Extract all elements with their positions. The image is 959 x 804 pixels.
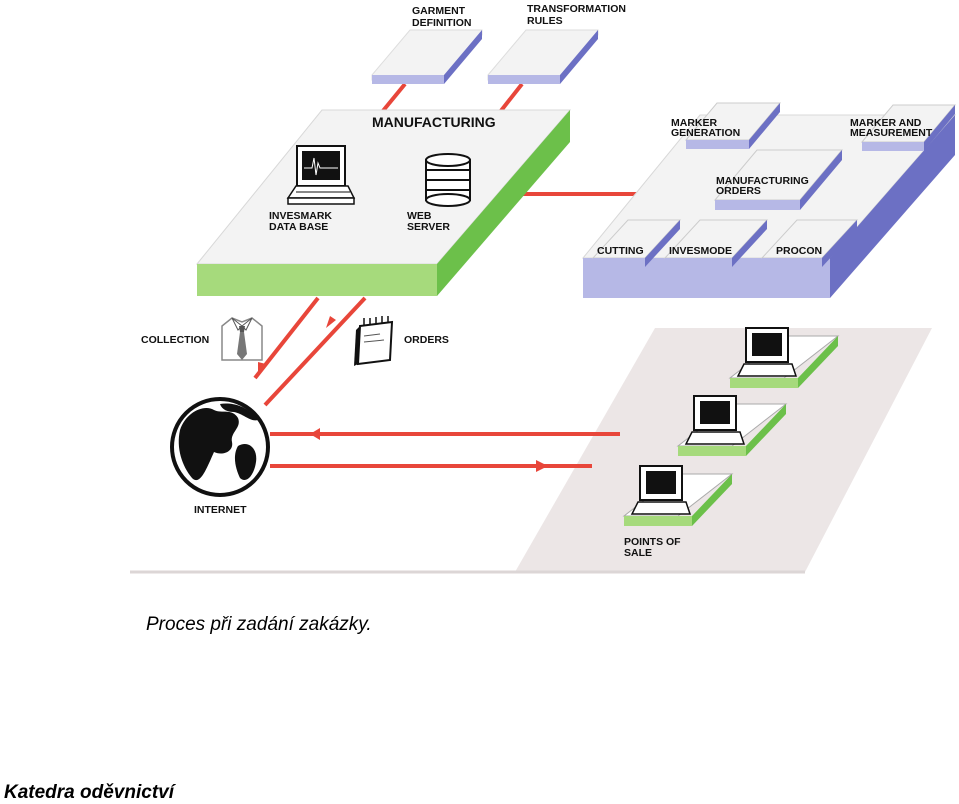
- label-points-of-sale: POINTS OF SALE: [624, 536, 684, 559]
- invesmode-block: [663, 219, 769, 267]
- web-server-database-icon: [425, 153, 471, 207]
- process-diagram: GARMENT DEFINITION TRANSFORMATION RULES …: [130, 3, 957, 574]
- transformation-rules-block: [487, 29, 599, 84]
- department-footer: Katedra oděvnictví: [4, 782, 174, 803]
- label-collection: COLLECTION: [141, 334, 209, 346]
- arrow-internet-to-pos: [536, 460, 548, 472]
- arrow-pos-to-internet: [310, 428, 320, 440]
- connector-garment-manufacturing: [380, 82, 407, 114]
- procon-block: [760, 219, 859, 267]
- pos-terminal-2: [676, 395, 788, 456]
- label-orders: ORDERS: [404, 334, 449, 346]
- marker-generation-block: [684, 102, 782, 149]
- label-web-server: WEB SERVER: [407, 210, 450, 233]
- arrow-collection: [258, 362, 266, 376]
- invesmark-computer-icon: [286, 145, 356, 205]
- label-cutting: CUTTING: [597, 245, 644, 257]
- label-marker-measurement: MARKER AND MEASUREMENT: [850, 117, 933, 139]
- label-manufacturing: MANUFACTURING: [372, 114, 496, 130]
- manufacturing-platform: [195, 109, 572, 296]
- manufacturing-orders-block: [713, 149, 844, 210]
- figure-caption: Proces při zadání zakázky.: [146, 614, 372, 635]
- label-transformation-rules: TRANSFORMATION RULES: [527, 3, 629, 27]
- arrow-orders: [326, 316, 336, 328]
- label-invesmode: INVESMODE: [669, 245, 732, 257]
- orders-notepad-icon: [354, 316, 394, 366]
- pos-terminal-1: [728, 327, 840, 388]
- label-invesmark-database: INVESMARK DATA BASE: [269, 210, 335, 233]
- connector-rules-manufacturing: [498, 82, 524, 114]
- label-internet: INTERNET: [194, 504, 247, 516]
- marker-measurement-block: [860, 104, 957, 151]
- garment-definition-block: [371, 29, 483, 84]
- collection-shirt-icon: [221, 317, 263, 361]
- pos-terminal-3: [622, 465, 734, 526]
- label-marker-generation: MARKER GENERATION: [671, 117, 740, 139]
- cutting-block: [591, 219, 682, 267]
- label-procon: PROCON: [776, 245, 822, 257]
- label-garment-definition: GARMENT DEFINITION: [412, 5, 472, 29]
- connector-internet-to-orders: [263, 296, 367, 407]
- internet-globe-icon: [170, 397, 270, 497]
- label-manufacturing-orders: MANUFACTURING ORDERS: [716, 175, 812, 197]
